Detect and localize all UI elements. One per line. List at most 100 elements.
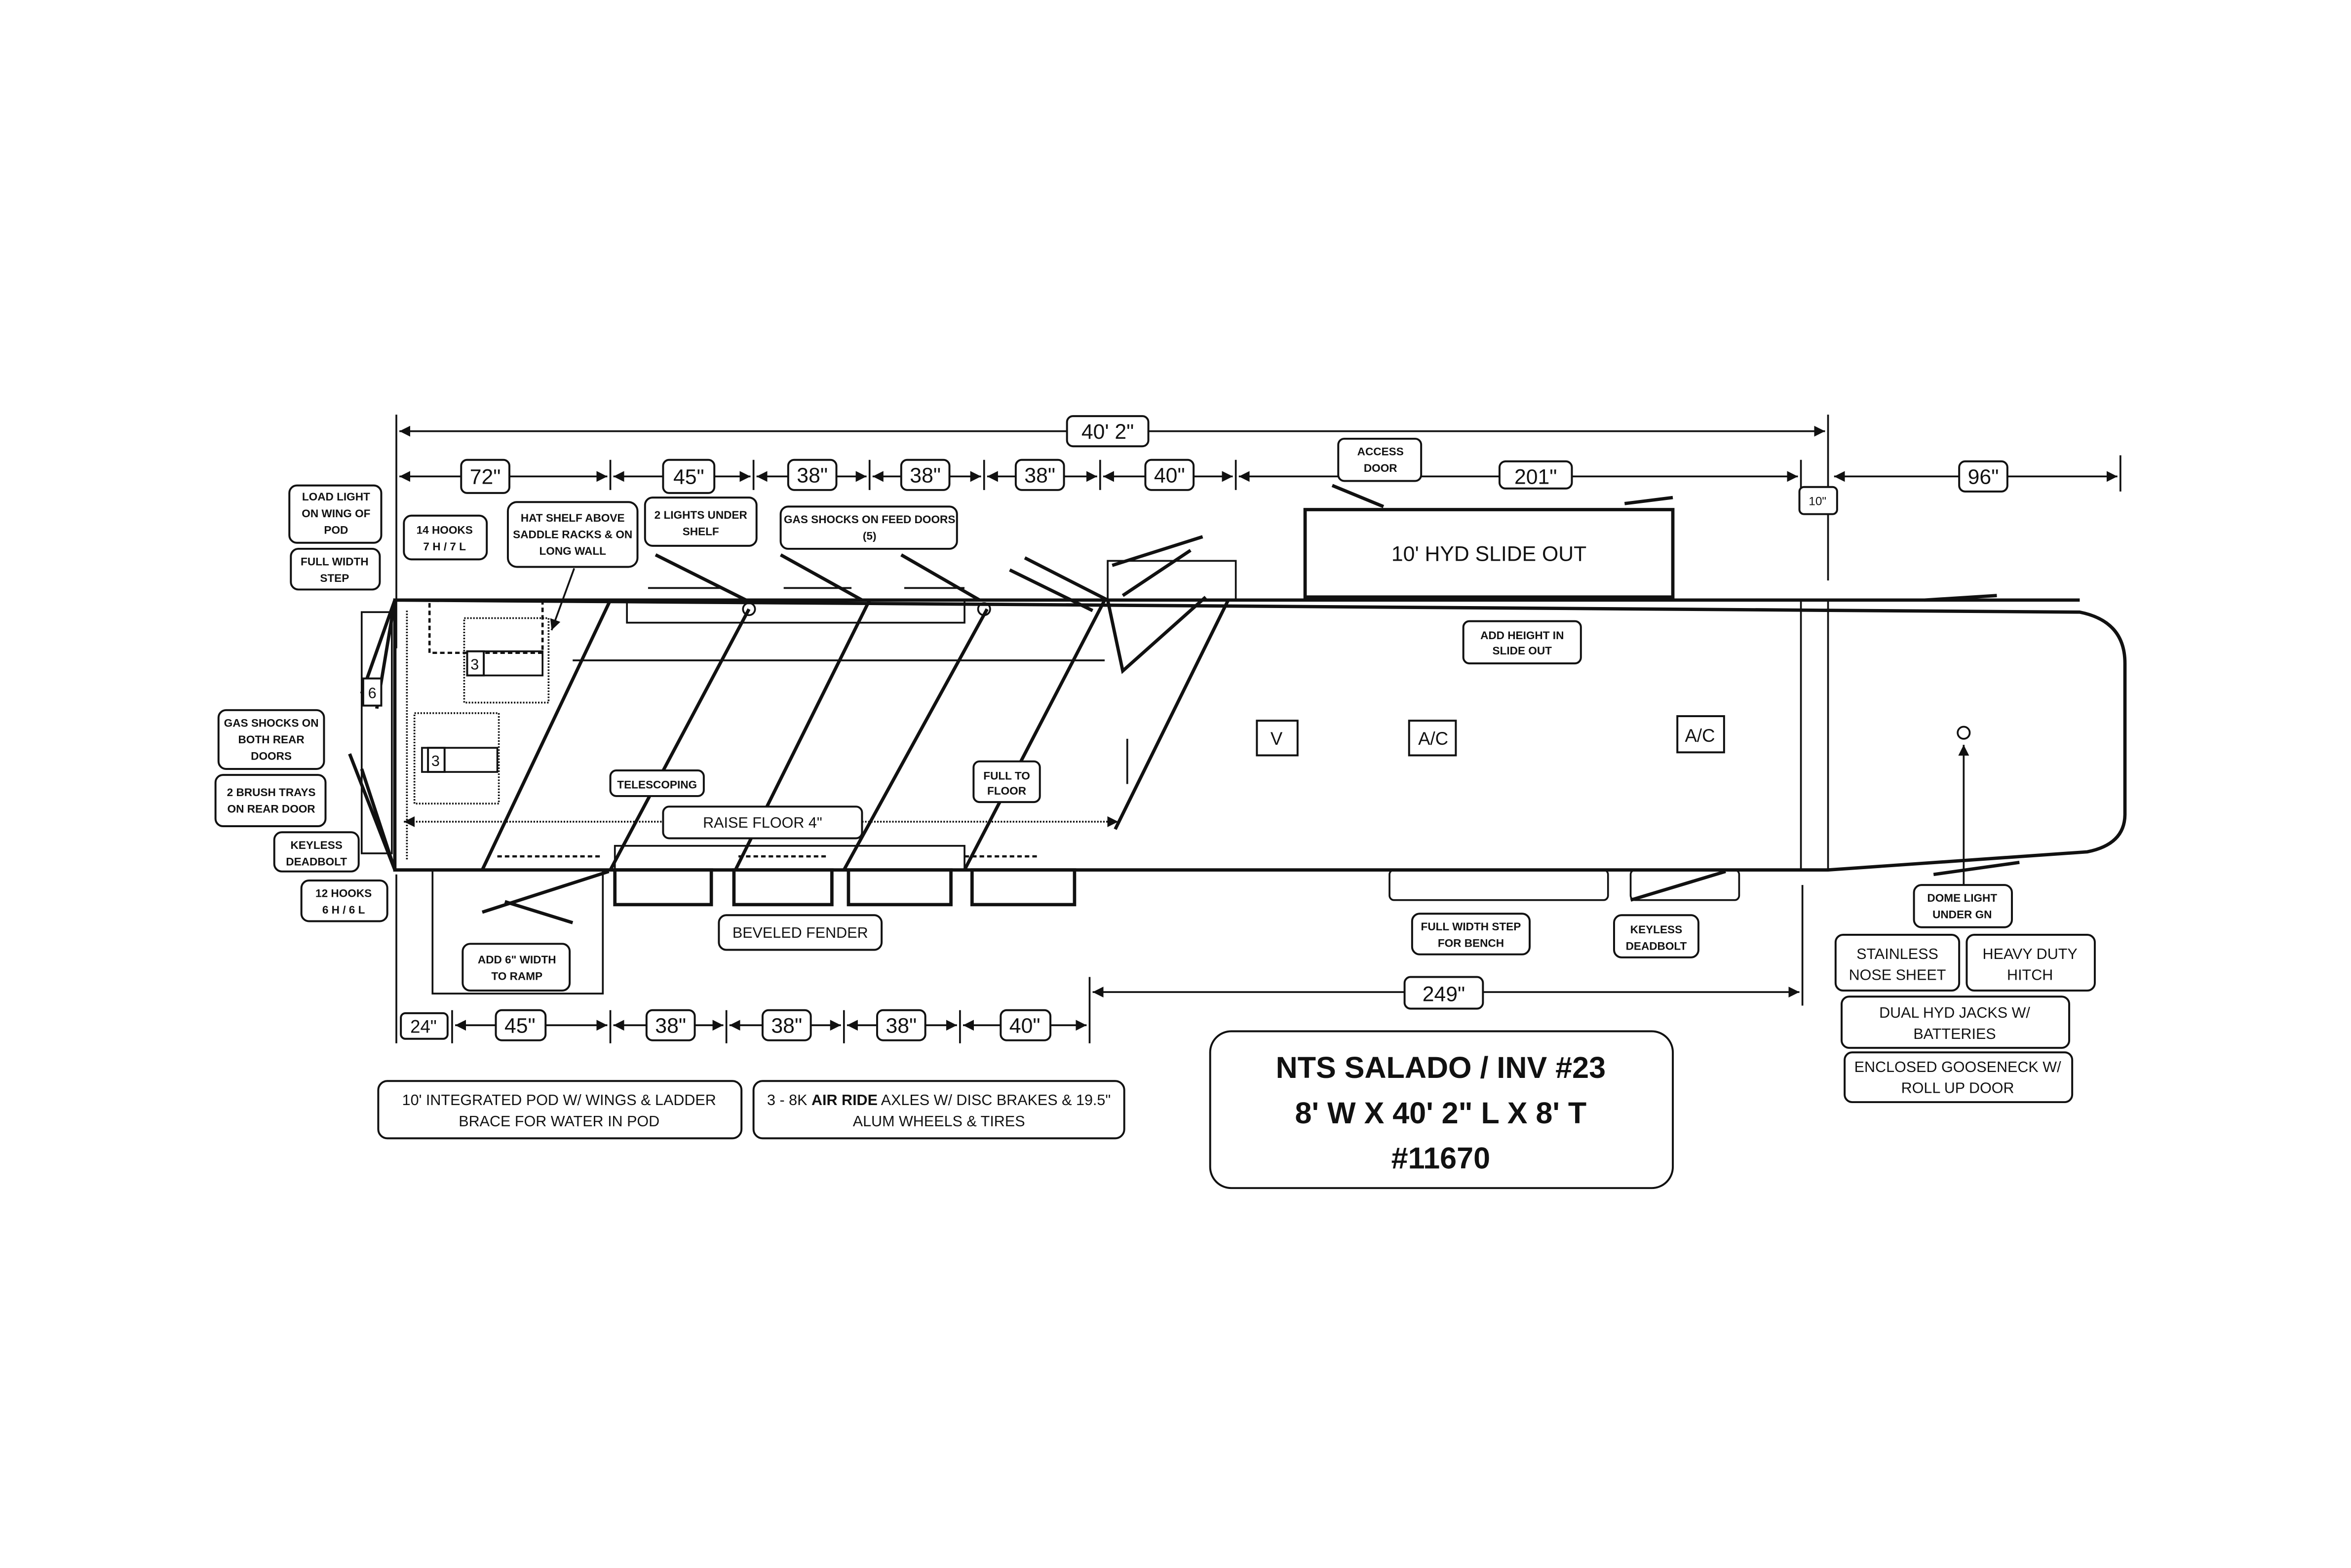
dim-249: 249" (1423, 982, 1465, 1006)
brush-trays-label: 2 BRUSH TRAYS ON REAR DOOR (214, 774, 327, 828)
svg-text:HITCH: HITCH (2007, 967, 2053, 984)
svg-text:DOOR: DOOR (1364, 462, 1397, 474)
svg-text:POD: POD (324, 524, 348, 536)
trailer-body: 3 3 6 10' HYD SLIDE OUT (348, 496, 2127, 994)
svg-text:ADD 6" WIDTH: ADD 6" WIDTH (478, 954, 556, 966)
slide-out-label: 10' HYD SLIDE OUT (1391, 542, 1586, 566)
ac-label-2: A/C (1676, 715, 1725, 754)
svg-text:BOTH REAR: BOTH REAR (238, 733, 304, 746)
heavy-duty-hitch-label: HEAVY DUTY HITCH (1966, 933, 2096, 992)
svg-text:STEP: STEP (320, 572, 349, 584)
svg-text:NOSE SHEET: NOSE SHEET (1849, 967, 1946, 984)
dim-45-bottom: 45" (504, 1014, 536, 1038)
svg-text:LONG WALL: LONG WALL (540, 545, 607, 557)
door-rack-count: 6 (368, 685, 377, 701)
dim-201: 201" (1514, 465, 1557, 489)
title-line-number: #11670 (1391, 1141, 1490, 1175)
dim-96: 96" (1968, 465, 1999, 489)
dual-hyd-jacks-label: DUAL HYD JACKS W/BATTERIES (1841, 995, 2071, 1049)
dim-38-bottom-c: 38" (886, 1014, 917, 1038)
access-door-label: ACCESS DOOR (1331, 437, 1423, 508)
title-block: NTS SALADO / INV #23 8' W X 40' 2" L X 8… (1209, 1030, 1674, 1189)
enclosed-gooseneck-label: ENCLOSED GOOSENECK W/ROLL UP DOOR (1844, 1051, 2074, 1104)
svg-text:ON WING OF: ON WING OF (302, 507, 370, 520)
svg-text:DEADBOLT: DEADBOLT (1626, 940, 1687, 953)
keyless-deadbolt-lq-label: KEYLESS DEADBOLT (1613, 914, 1699, 958)
add-height-label: ADD HEIGHT IN SLIDE OUT (1462, 620, 1582, 665)
gas-shocks-feed-doors-label: GAS SHOCKS ON FEED DOORS(5) (779, 505, 958, 550)
svg-text:ADD HEIGHT IN: ADD HEIGHT IN (1480, 629, 1564, 642)
svg-text:SADDLE RACKS & ON: SADDLE RACKS & ON (513, 529, 632, 541)
svg-text:FLOOR: FLOOR (987, 785, 1026, 797)
dim-38-bottom-b: 38" (771, 1014, 802, 1038)
svg-text:UNDER GN: UNDER GN (1932, 908, 1992, 920)
svg-text:DOORS: DOORS (251, 750, 292, 763)
svg-text:ROLL UP DOOR: ROLL UP DOOR (1901, 1080, 2014, 1097)
full-width-step-bench-label: FULL WIDTH STEP FOR BENCH (1411, 913, 1531, 956)
svg-text:ON REAR DOOR: ON REAR DOOR (228, 803, 315, 815)
svg-text:14 HOOKS: 14 HOOKS (417, 524, 473, 536)
saddle-rack-count-1: 3 (470, 656, 479, 673)
overall-length-dimension: 40' 2" (395, 415, 1829, 649)
bottom-dimension-row: 24" 45" 38" 38" 38" 40" 249" (395, 874, 1804, 1043)
svg-text:LOAD LIGHT: LOAD LIGHT (302, 491, 370, 503)
dim-45: 45" (673, 465, 704, 489)
svg-text:2 LIGHTS UNDER: 2 LIGHTS UNDER (655, 509, 747, 521)
dim-10: 10" (1809, 495, 1826, 508)
dim-38-b: 38" (910, 464, 941, 488)
pod-note: 10' INTEGRATED POD W/ WINGS & LADDER BRAC… (377, 1080, 743, 1140)
svg-text:SLIDE OUT: SLIDE OUT (1493, 645, 1552, 657)
saddle-rack-count-2: 3 (431, 753, 440, 769)
ac-label-1: A/C (1408, 720, 1457, 757)
full-width-step-label: FULL WIDTH STEP (290, 547, 381, 591)
svg-text:(5): (5) (863, 530, 877, 542)
svg-text:FULL TO: FULL TO (983, 769, 1030, 782)
load-light-label: LOAD LIGHT ON WING OF POD (288, 484, 383, 544)
dim-40: 40" (1154, 464, 1185, 488)
svg-text:TO RAMP: TO RAMP (491, 970, 542, 983)
svg-text:RAISE FLOOR 4": RAISE FLOOR 4" (703, 814, 822, 831)
svg-text:SHELF: SHELF (683, 525, 719, 537)
svg-text:A/C: A/C (1685, 726, 1715, 746)
svg-text:ACCESS: ACCESS (1357, 446, 1404, 458)
top-dimension-row: 72" 45" 38" 38" 38" 40" 201" 96" 10" (399, 455, 2121, 515)
full-to-floor-label: FULL TO FLOOR (972, 760, 1041, 803)
keyless-deadbolt-rear-label: KEYLESS DEADBOLT (273, 831, 360, 873)
svg-text:FULL WIDTH: FULL WIDTH (301, 556, 368, 568)
dim-40-bottom: 40" (1009, 1014, 1041, 1038)
beveled-fender-label: BEVELED FENDER (718, 914, 883, 951)
svg-text:3 - 8K AIR RIDE AXLES W/ DISC: 3 - 8K AIR RIDE AXLES W/ DISC BRAKES & 1… (767, 1092, 1111, 1109)
14-hooks-label: 14 HOOKS 7 H / 7 L (403, 514, 488, 561)
svg-text:FULL WIDTH STEP: FULL WIDTH STEP (1421, 920, 1521, 933)
svg-text:BATTERIES: BATTERIES (1913, 1026, 1996, 1042)
svg-text:KEYLESS: KEYLESS (1630, 923, 1682, 936)
svg-text:10' INTEGRATED POD W/ WINGS &: 10' INTEGRATED POD W/ WINGS & LADDER (402, 1092, 716, 1109)
svg-text:HEAVY DUTY: HEAVY DUTY (1983, 946, 2078, 962)
svg-text:7 H / 7 L: 7 H / 7 L (423, 540, 466, 553)
dim-72: 72" (470, 465, 501, 489)
svg-text:BEVELED FENDER: BEVELED FENDER (732, 924, 868, 941)
svg-text:TELESCOPING: TELESCOPING (617, 779, 697, 791)
svg-text:2 BRUSH TRAYS: 2 BRUSH TRAYS (227, 786, 316, 799)
svg-text:ALUM WHEELS & TIRES: ALUM WHEELS & TIRES (853, 1113, 1025, 1130)
svg-text:BRACE FOR WATER IN POD: BRACE FOR WATER IN POD (459, 1113, 659, 1130)
overall-length-label: 40' 2" (1081, 420, 1134, 444)
svg-text:6 H / 6 L: 6 H / 6 L (322, 904, 365, 916)
add-ramp-width-label: ADD 6" WIDTH TO RAMP (462, 943, 571, 992)
svg-text:DOME LIGHT: DOME LIGHT (1927, 892, 1997, 904)
telescoping-label: TELESCOPING (609, 769, 705, 797)
dim-38-a: 38" (797, 464, 828, 488)
svg-text:FOR BENCH: FOR BENCH (1438, 937, 1504, 949)
dim-24: 24" (410, 1017, 437, 1037)
svg-text:ENCLOSED GOOSENECK W/: ENCLOSED GOOSENECK W/ (1854, 1059, 2061, 1075)
dim-38-bottom-a: 38" (655, 1014, 686, 1038)
svg-text:KEYLESS: KEYLESS (290, 839, 342, 851)
raise-floor-label: RAISE FLOOR 4" (662, 805, 863, 840)
svg-text:DEADBOLT: DEADBOLT (286, 855, 347, 868)
svg-text:A/C: A/C (1418, 728, 1448, 749)
